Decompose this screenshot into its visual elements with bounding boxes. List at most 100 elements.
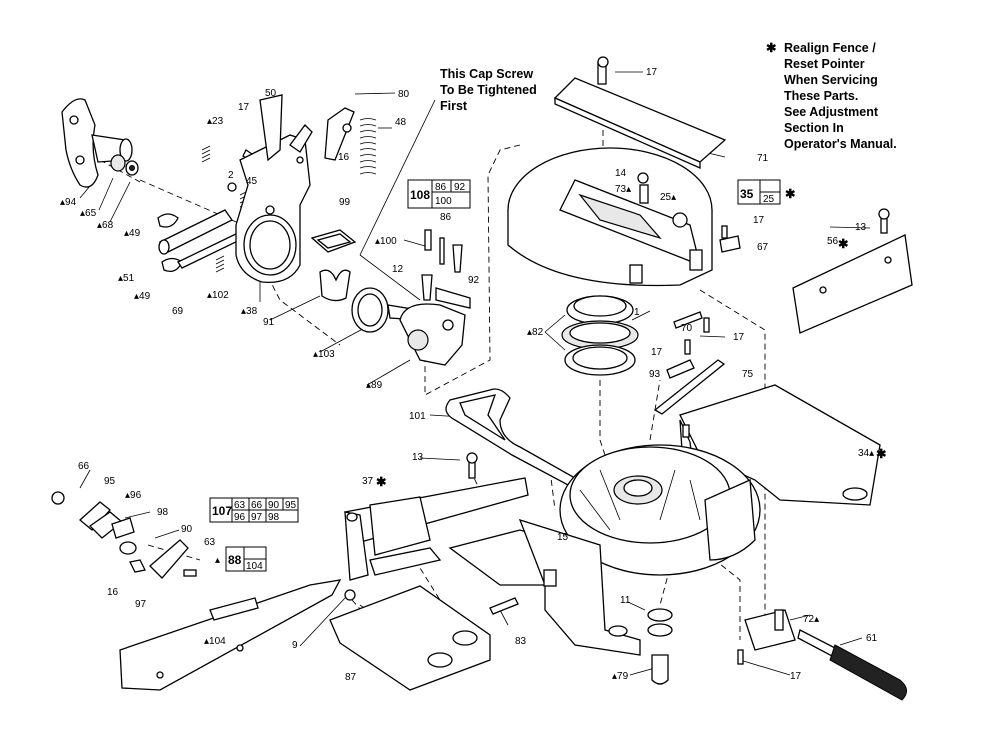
part-label: ▴102 bbox=[207, 290, 229, 301]
part-label: 13 bbox=[412, 452, 424, 463]
part-label: 72▴ bbox=[803, 614, 819, 625]
part-label: ▴65 bbox=[80, 208, 97, 219]
part-label: ▴79 bbox=[612, 671, 629, 682]
part-label: ▴68 bbox=[97, 220, 114, 231]
kit-108-id: 108 bbox=[410, 188, 430, 202]
handle-101 bbox=[445, 388, 577, 486]
part-label: 56 bbox=[827, 236, 839, 247]
note-line: Operator's Manual. bbox=[784, 137, 897, 151]
kit-88-box: ▴ 88 104 bbox=[215, 546, 267, 572]
part-label: 2 bbox=[228, 170, 234, 181]
part-label: 17 bbox=[733, 332, 745, 343]
part-label: 25▴ bbox=[660, 192, 676, 203]
part-label: ▴49 bbox=[134, 291, 151, 302]
part-label: ▴38 bbox=[241, 306, 258, 317]
part-label: 86 bbox=[440, 212, 452, 223]
part-label: 91 bbox=[263, 317, 275, 328]
kit-107-item: 98 bbox=[268, 512, 280, 523]
kit-107-item: 96 bbox=[234, 512, 246, 523]
plate-87 bbox=[329, 585, 491, 691]
note-line: When Servicing bbox=[784, 73, 878, 87]
kit-107-item: 63 bbox=[234, 500, 246, 511]
kit-107-item: 66 bbox=[251, 500, 263, 511]
part-label: 66 bbox=[78, 461, 90, 472]
kit-108-item: 86 bbox=[435, 182, 447, 193]
asterisk-marker: ✱ bbox=[838, 237, 849, 251]
part-label: ▴49 bbox=[124, 228, 141, 239]
part-label: 48 bbox=[395, 117, 407, 128]
kit-88-sub: 104 bbox=[246, 561, 263, 572]
part-label: 17 bbox=[790, 671, 802, 682]
part-label: ▴96 bbox=[125, 490, 142, 501]
part-label: ▴82 bbox=[527, 327, 544, 338]
lock-handle-61 bbox=[737, 609, 907, 701]
part-label: ▴89 bbox=[366, 380, 383, 391]
part-label: 90 bbox=[181, 524, 193, 535]
part-label: 101 bbox=[409, 411, 426, 422]
part-label: 67 bbox=[757, 242, 769, 253]
part-label: 16 bbox=[338, 152, 350, 163]
part-label: ▴51 bbox=[118, 273, 135, 284]
part-label: 34▴ bbox=[858, 448, 874, 459]
note-line: Reset Pointer bbox=[784, 57, 865, 71]
part-label: ▴100 bbox=[375, 236, 397, 247]
kit-107-item: 97 bbox=[251, 512, 263, 523]
kit-35-box: 35 25 bbox=[737, 179, 781, 205]
blade-guard-linkage bbox=[310, 229, 466, 366]
housing-38 bbox=[235, 94, 313, 284]
part-label: ▴104 bbox=[204, 636, 226, 647]
asterisk-marker: ✱ bbox=[376, 475, 387, 489]
part-label: 71 bbox=[757, 153, 769, 164]
part-label: 80 bbox=[398, 89, 410, 100]
fence-56 bbox=[792, 208, 913, 334]
spring-48 bbox=[324, 107, 377, 175]
part-label: 45 bbox=[246, 176, 258, 187]
part-label: 13 bbox=[855, 222, 867, 233]
kit-107-box: 107 63 66 90 95 96 97 98 bbox=[209, 497, 299, 523]
screw-13-lower bbox=[466, 452, 478, 479]
part-label: 1 bbox=[634, 307, 640, 318]
part-label: 92 bbox=[468, 275, 480, 286]
note-line: To Be Tightened bbox=[440, 83, 537, 97]
asterisk-marker: ✱ bbox=[785, 187, 796, 201]
part-label: 61 bbox=[866, 633, 878, 644]
part-label: 70 bbox=[681, 323, 693, 334]
part-label: 63 bbox=[204, 537, 216, 548]
note-line: First bbox=[440, 99, 468, 113]
part-label: 87 bbox=[345, 672, 357, 683]
screws-kit-108 bbox=[421, 229, 471, 309]
screw-83 bbox=[489, 597, 519, 615]
part-label: 73▴ bbox=[615, 184, 631, 195]
knob-11 bbox=[647, 608, 673, 685]
part-label: 9 bbox=[292, 640, 298, 651]
part-label: ▴23 bbox=[207, 116, 224, 127]
turntable-35 bbox=[507, 147, 713, 287]
handle-lock-assembly bbox=[61, 98, 259, 273]
part-label: 16 bbox=[107, 587, 119, 598]
part-label: 17 bbox=[753, 215, 765, 226]
note-cap-screw: This Cap Screw To Be Tightened First bbox=[440, 67, 537, 113]
pointer-parts bbox=[653, 311, 726, 415]
asterisk-markers: ✱ ✱ ✱ ✱ bbox=[376, 187, 887, 489]
kit-35-sub: 25 bbox=[763, 194, 775, 205]
note-asterisk: ✱ bbox=[766, 41, 777, 55]
note-line: See Adjustment bbox=[784, 105, 879, 119]
part-label: 99 bbox=[339, 197, 351, 208]
part-label: 14 bbox=[615, 168, 627, 179]
miter-table bbox=[559, 444, 761, 576]
kit-107-item: 90 bbox=[268, 500, 280, 511]
kit-107-id: 107 bbox=[212, 504, 232, 518]
fence-37 bbox=[344, 477, 529, 581]
part-label: 50 bbox=[265, 88, 277, 99]
note-realign: ✱ Realign Fence / Reset Pointer When Ser… bbox=[766, 41, 897, 151]
part-label: 17 bbox=[651, 347, 663, 358]
part-label: ▴103 bbox=[313, 349, 335, 360]
part-label: 69 bbox=[172, 306, 184, 317]
part-label: 98 bbox=[157, 507, 169, 518]
part-label: 37 bbox=[362, 476, 374, 487]
note-line: This Cap Screw bbox=[440, 67, 533, 81]
note-line: These Parts. bbox=[784, 89, 858, 103]
part-label: 93 bbox=[649, 369, 661, 380]
note-line: Realign Fence / bbox=[784, 41, 876, 55]
